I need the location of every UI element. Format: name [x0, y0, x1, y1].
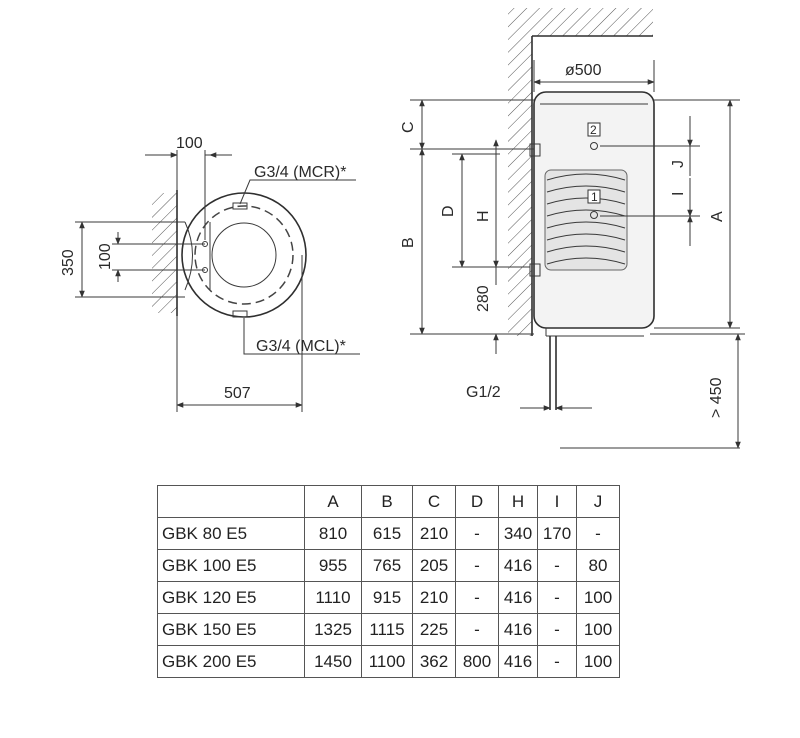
- table-cell: 340: [498, 517, 538, 550]
- table-cell: -: [537, 645, 577, 678]
- table-cell: 1110: [304, 581, 362, 614]
- table-cell: 80: [576, 549, 620, 582]
- side-dim-i: I: [670, 192, 687, 196]
- table-header-cell: J: [576, 485, 620, 518]
- table-cell: 100: [576, 613, 620, 646]
- table-cell: 1100: [361, 645, 413, 678]
- table-header-cell: C: [412, 485, 456, 518]
- plan-wall: [152, 193, 177, 313]
- table-cell: -: [455, 549, 499, 582]
- table-cell: 416: [498, 549, 538, 582]
- side-dim-h: H: [475, 210, 492, 222]
- table-cell: 210: [412, 581, 456, 614]
- table-model-cell: GBK 150 E5: [157, 613, 305, 646]
- table-header-cell: I: [537, 485, 577, 518]
- plan-dim-left-inner: 100: [97, 243, 114, 270]
- table-header-cell: B: [361, 485, 413, 518]
- table-cell: 1450: [304, 645, 362, 678]
- technical-drawing: 100 350 100 507 G3/4 (MCR)* G3/4 (MCL)*: [60, 8, 745, 449]
- table-cell: -: [537, 613, 577, 646]
- plan-label-mcr: G3/4 (MCR)*: [254, 164, 346, 181]
- plan-dim-top: 100: [176, 135, 203, 152]
- table-row: GBK 100 E5 955 765 205 - 416 - 80: [157, 549, 620, 582]
- side-dim-j: J: [670, 160, 687, 168]
- side-dim-c: C: [400, 121, 417, 133]
- table-cell: -: [576, 517, 620, 550]
- table-cell: 210: [412, 517, 456, 550]
- table-cell: 1325: [304, 613, 362, 646]
- table-cell: 362: [412, 645, 456, 678]
- side-coil: [544, 169, 628, 271]
- plan-inner-circle: [211, 222, 277, 288]
- plan-tank-outline: [181, 192, 307, 318]
- side-dim-diameter: ø500: [565, 62, 602, 79]
- side-view: 2 1 ø500 C B D H: [400, 8, 745, 449]
- table-cell: 100: [576, 645, 620, 678]
- table-cell: 225: [412, 613, 456, 646]
- marker-2: 2: [590, 123, 597, 137]
- table-model-cell: GBK 80 E5: [157, 517, 305, 550]
- table-header-row: A B C D H I J: [157, 485, 620, 518]
- table-cell: 205: [412, 549, 456, 582]
- table-model-cell: GBK 200 E5: [157, 645, 305, 678]
- table-row: GBK 200 E5 1450 1100 362 800 416 - 100: [157, 645, 620, 678]
- side-dim-b: B: [400, 237, 417, 248]
- table-header-cell: A: [304, 485, 362, 518]
- table-cell: 800: [455, 645, 499, 678]
- marker-1: 1: [591, 190, 598, 204]
- table-cell: 416: [498, 581, 538, 614]
- table-cell: 955: [304, 549, 362, 582]
- table-cell: -: [455, 613, 499, 646]
- plan-view: 100 350 100 507 G3/4 (MCR)* G3/4 (MCL)*: [60, 135, 360, 412]
- plan-coil-dashed: [194, 205, 294, 305]
- plan-label-mcl: G3/4 (MCL)*: [256, 338, 346, 355]
- side-dim-d: D: [440, 205, 457, 217]
- table-row: GBK 80 E5 810 615 210 - 340 170 -: [157, 517, 620, 550]
- table-cell: 615: [361, 517, 413, 550]
- side-wall: [508, 36, 532, 336]
- side-dim-450: > 450: [708, 377, 725, 418]
- table-model-cell: GBK 100 E5: [157, 549, 305, 582]
- table-cell: 416: [498, 645, 538, 678]
- side-dim-drain: G1/2: [466, 384, 501, 401]
- table-cell: -: [455, 581, 499, 614]
- table-row: GBK 120 E5 1110 915 210 - 416 - 100: [157, 581, 620, 614]
- side-dim-a: A: [709, 211, 726, 222]
- table-cell: 1115: [361, 613, 413, 646]
- side-wall-top: [508, 8, 653, 36]
- side-dim-280: 280: [475, 285, 492, 312]
- table-cell: -: [537, 581, 577, 614]
- table-cell: 100: [576, 581, 620, 614]
- table-cell: 416: [498, 613, 538, 646]
- table-model-cell: GBK 120 E5: [157, 581, 305, 614]
- table-cell: -: [455, 517, 499, 550]
- table-cell: 810: [304, 517, 362, 550]
- plan-dim-bottom: 507: [224, 385, 251, 402]
- table-corner-cell: [157, 485, 305, 518]
- dimensions-table: A B C D H I J GBK 80 E5 810 615 210 - 34…: [157, 485, 620, 678]
- plan-dim-left-outer: 350: [60, 249, 77, 276]
- table-cell: 170: [537, 517, 577, 550]
- table-cell: 915: [361, 581, 413, 614]
- table-header-cell: D: [455, 485, 499, 518]
- table-cell: 765: [361, 549, 413, 582]
- table-header-cell: H: [498, 485, 538, 518]
- table-row: GBK 150 E5 1325 1115 225 - 416 - 100: [157, 613, 620, 646]
- table-cell: -: [537, 549, 577, 582]
